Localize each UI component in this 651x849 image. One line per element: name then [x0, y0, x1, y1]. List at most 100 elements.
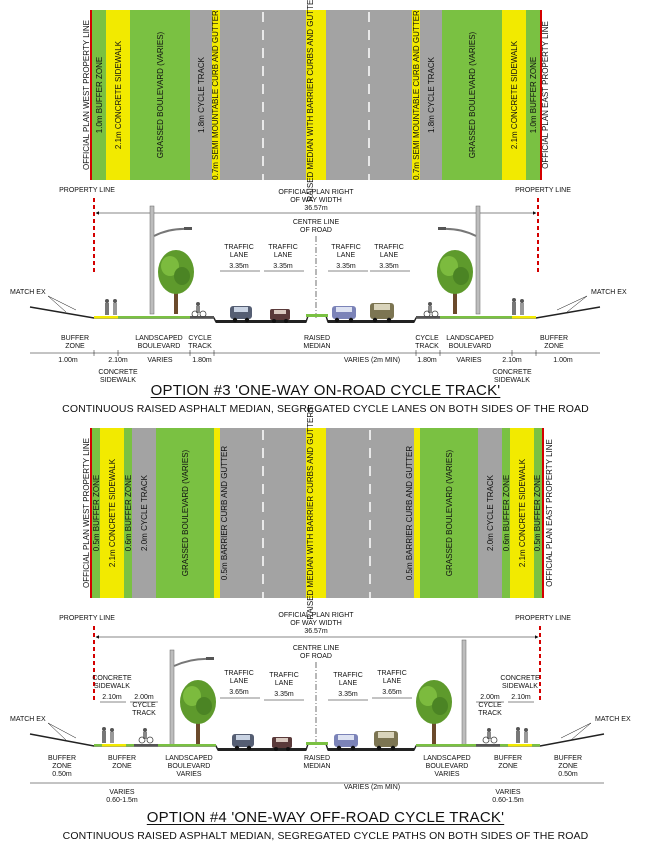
curb-strip	[412, 10, 420, 180]
cycle-track-strip	[132, 428, 156, 598]
zone-label: CYCLE	[415, 335, 439, 342]
pedestrian-icon	[516, 727, 520, 743]
zone-label: ZONE	[498, 763, 518, 770]
row-title: OFFICIAL PLAN RIGHT	[278, 612, 354, 619]
sidewalk-strip	[100, 428, 124, 598]
zone-label: ZONE	[65, 343, 85, 350]
dimension-label: VARIES	[176, 771, 201, 778]
dimension-label: VARIES	[109, 789, 134, 796]
dimension-label: 2.00m	[134, 694, 154, 701]
sidewalk-strip	[502, 10, 526, 180]
property-line-label: PROPERTY LINE	[515, 615, 571, 622]
zone-label: BUFFER	[494, 755, 522, 762]
strip-label: 1.8m CYCLE TRACK	[197, 56, 206, 133]
dimension-label: VARIES	[434, 771, 459, 778]
dimension-label: 2.10m	[108, 357, 128, 364]
tree-icon	[416, 680, 452, 746]
east-property-line-marker	[542, 428, 544, 598]
option4-strip-labels: OFFICIAL PLAN WEST PROPERTY LINE 0.5m BU…	[82, 407, 554, 620]
dimension-label: VARIES (2m MIN)	[344, 784, 400, 791]
zone-label: SIDEWALK	[502, 683, 538, 690]
dimension-label: 0.60-1.5m	[492, 797, 524, 804]
centre-line-label: OF ROAD	[300, 653, 332, 660]
zone-label: BOULEVARD	[168, 763, 211, 770]
strip-label: 0.5m BUFFER ZONE	[533, 475, 542, 551]
lane-label: TRAFFIC	[224, 670, 254, 677]
curb-strip	[414, 428, 420, 598]
zone-label: ZONE	[52, 763, 72, 770]
zone-label: ZONE	[558, 763, 578, 770]
option3-title-text: OPTION #3 'ONE-WAY ON-ROAD CYCLE TRACK'	[150, 382, 501, 399]
dimension-label: 2.10m	[102, 694, 122, 701]
lane-width: 3.35m	[229, 263, 249, 270]
buffer-strip	[124, 428, 132, 598]
zone-label: BOULEVARD	[138, 343, 181, 350]
dimension-label: VARIES (2m MIN)	[344, 357, 400, 364]
dimension-label: 0.50m	[558, 771, 578, 778]
dimension-labels: VARIES 0.60-1.5m VARIES (2m MIN) VARIES …	[106, 784, 524, 804]
centre-line-label: CENTRE LINE	[293, 645, 340, 652]
strip-label: 0.5m BARRIER CURB AND GUTTER	[220, 446, 229, 580]
dimension-label: 2.10m	[511, 694, 531, 701]
pedestrian-icon	[512, 298, 516, 315]
car-icon	[232, 734, 254, 751]
lane-label: LANE	[339, 680, 358, 687]
strip-label: 0.5m BUFFER ZONE	[92, 475, 101, 551]
zone-label: BOULEVARD	[426, 763, 469, 770]
lane-label: LANE	[383, 678, 402, 685]
lane-width: 3.35m	[336, 263, 356, 270]
upper-zone-labels: CONCRETE SIDEWALK 2.10m 2.00m CYCLE TRAC…	[92, 675, 540, 717]
dimension-label: 0.60-1.5m	[106, 797, 138, 804]
cycle-track-strip	[478, 428, 502, 598]
lane-width: 3.65m	[382, 689, 402, 696]
tree-icon	[180, 680, 216, 746]
dimension-label: VARIES	[495, 789, 520, 796]
street-light-icon	[438, 205, 481, 315]
lane-label: TRAFFIC	[224, 244, 254, 251]
dimension-labels: 1.00m 2.10m VARIES 1.80m VARIES (2m MIN)…	[58, 357, 573, 384]
zone-label: SIDEWALK	[100, 377, 136, 384]
lane-width: 3.35m	[274, 691, 294, 698]
cyclist-icon	[138, 728, 154, 744]
option4-title: OPTION #4 'ONE-WAY OFF-ROAD CYCLE TRACK'	[0, 809, 651, 826]
dimension-label: VARIES	[456, 357, 481, 364]
zone-label: MEDIAN	[303, 343, 330, 350]
centre-line-label: OF ROAD	[300, 227, 332, 234]
cycle-track-strip	[420, 10, 442, 180]
strip-label: 2.0m CYCLE TRACK	[486, 474, 495, 551]
option4-cross-section: PROPERTY LINE PROPERTY LINE OFFICIAL PLA…	[10, 612, 631, 804]
pedestrian-icon	[520, 299, 524, 315]
zone-label: RAISED	[304, 755, 330, 762]
row-title: OFFICIAL PLAN RIGHT	[278, 189, 354, 196]
strip-label: 0.7m SEMI MOUNTABLE CURB AND GUTTER	[211, 10, 220, 180]
match-ex-label: MATCH EX	[591, 289, 627, 296]
match-leaders	[47, 722, 592, 741]
zone-label: CYCLE	[478, 702, 502, 709]
option3-title: OPTION #3 'ONE-WAY ON-ROAD CYCLE TRACK'	[0, 382, 651, 399]
strip-label: GRASSED BOULEVARD (VARIES)	[445, 449, 454, 576]
option4-plan-view: OFFICIAL PLAN WEST PROPERTY LINE 0.5m BU…	[82, 407, 554, 620]
zone-label: ZONE	[544, 343, 564, 350]
car-icon	[272, 737, 292, 751]
boulevard-strip	[130, 10, 190, 180]
zone-label: BUFFER	[554, 755, 582, 762]
dimension-label: VARIES	[147, 357, 172, 364]
zone-label: BUFFER	[48, 755, 76, 762]
median-strip	[306, 10, 326, 180]
zone-label: BUFFER	[540, 335, 568, 342]
strip-label: GRASSED BOULEVARD (VARIES)	[156, 31, 165, 158]
car-icon	[370, 303, 394, 323]
zone-label: ZONE	[112, 763, 132, 770]
boulevard-strip	[442, 10, 502, 180]
match-ex-label: MATCH EX	[595, 716, 631, 723]
strip-label: 0.6m BUFFER ZONE	[502, 475, 511, 551]
buffer-strip	[502, 428, 510, 598]
strip-label: OFFICIAL PLAN EAST PROPERTY LINE	[545, 439, 554, 587]
dimension-label: 1.80m	[417, 357, 437, 364]
car-icon	[374, 731, 398, 751]
property-line-label: PROPERTY LINE	[59, 187, 115, 194]
lane-labels: TRAFFIC LANE 3.35m TRAFFIC LANE 3.35m TR…	[224, 244, 404, 270]
strip-label: GRASSED BOULEVARD (VARIES)	[181, 449, 190, 576]
zone-label: CYCLE	[132, 702, 156, 709]
